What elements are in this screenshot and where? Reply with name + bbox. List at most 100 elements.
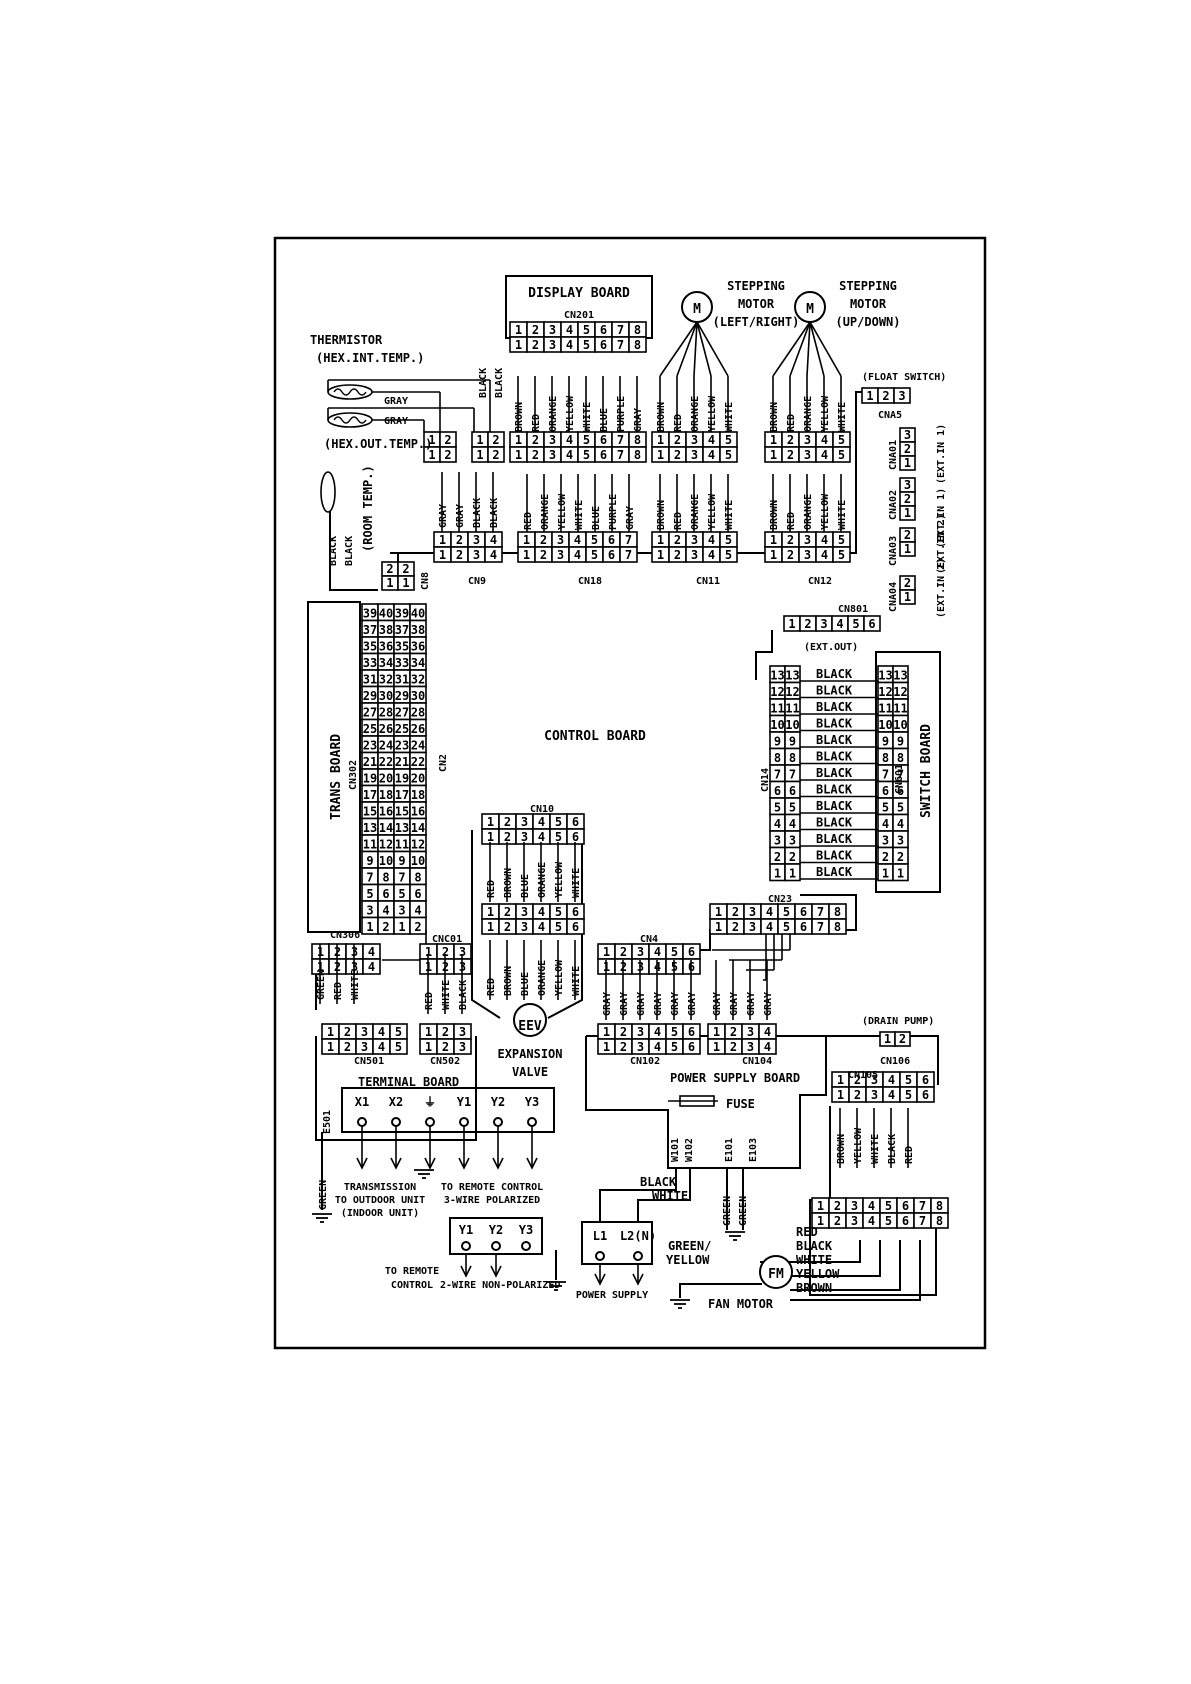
cn11-b-pin: 4 — [708, 448, 715, 462]
w101-label: W101 — [670, 1138, 681, 1162]
disp-d-pin: 4 — [566, 448, 573, 462]
cn105-b-pin: 4 — [888, 1088, 895, 1102]
power-wire-white — [637, 1168, 691, 1222]
cnc01-a-pin: 3 — [459, 945, 466, 959]
cnc01-wire-label: WHITE — [571, 966, 582, 996]
cn106-pin: 1 — [884, 1032, 891, 1046]
cn201-b-cell — [628, 336, 647, 353]
cn10-a-pin: 2 — [504, 815, 511, 829]
cna01-pin: 2 — [904, 442, 911, 456]
cn11-a-pin: 5 — [725, 433, 732, 447]
cn302-even-pin: 6 — [382, 887, 389, 901]
harness-room — [329, 500, 378, 591]
remote-3wire-label-2: 3-WIRE POLARIZED — [444, 1195, 540, 1206]
cn-th-b-pin: 2 — [492, 433, 499, 447]
power-supply-board-label: POWER SUPPLY BOARD — [670, 1071, 800, 1085]
cn-th-a-pin: 1 — [428, 433, 435, 447]
cn201-a-pin: 5 — [583, 323, 590, 337]
disp-c-pin: 4 — [566, 433, 573, 447]
cn302-even-pin: 32 — [379, 673, 393, 687]
cna03-pin: 2 — [904, 528, 911, 542]
power-term-0: L1 — [593, 1229, 607, 1243]
cn9-a-pin: 4 — [490, 533, 497, 547]
stepper-fan-wire — [696, 321, 729, 377]
cna02-label: CNA02 — [888, 490, 899, 520]
cn2-odd-pin: 5 — [398, 887, 405, 901]
cn104-b-pin: 4 — [764, 1040, 771, 1054]
cn9-a-pin: 2 — [456, 533, 463, 547]
cn14-b-pin: 1 — [789, 867, 796, 881]
cn2-even-pin: 22 — [411, 755, 425, 769]
cn601-a-pin: 10 — [878, 718, 892, 732]
cn4-label: CN4 — [640, 934, 658, 945]
fan-wire-label: YELLOW — [796, 1267, 840, 1281]
cn2-even-pin: 6 — [414, 887, 421, 901]
cn23-a-pin: 8 — [834, 905, 841, 919]
cn14-b-pin: 8 — [789, 751, 796, 765]
fan-conn-a-pin: 8 — [936, 1199, 943, 1213]
stepper-fan-wire — [789, 321, 811, 377]
ext-in2-label-b: (EXT.IN 2) — [936, 514, 947, 574]
cn302-odd-pin: 21 — [363, 755, 377, 769]
cna5-label: CNA5 — [878, 410, 902, 421]
cn14-a-pin: 9 — [774, 735, 781, 749]
cn306-label: CN306 — [330, 930, 360, 941]
hex-out-temp-label: (HEX.OUT.TEMP.) — [324, 437, 432, 451]
cn12-a-pin: 3 — [804, 433, 811, 447]
ground-icon — [546, 1281, 566, 1291]
cn11-c-pin: 4 — [708, 533, 715, 547]
cn14-wire-label: BLACK — [816, 766, 853, 780]
cn9-b-cell — [484, 546, 503, 563]
terminal-screw — [527, 1117, 537, 1127]
room-wire-label: BLACK — [328, 536, 339, 566]
cn801-pin: 4 — [836, 617, 843, 631]
fan-conn-b-pin: 8 — [936, 1214, 943, 1228]
cn14-b-pin: 2 — [789, 850, 796, 864]
cn601-b-pin: 7 — [897, 768, 904, 782]
cn18-b-pin: 1 — [523, 548, 530, 562]
cn502-b-pin: 2 — [442, 1040, 449, 1054]
cn302-even-pin: 8 — [382, 871, 389, 885]
cn601-a-pin: 9 — [882, 735, 889, 749]
ext-in2-label-a: (EXT.IN 2) — [936, 558, 947, 618]
cn12-d-pin: 5 — [838, 548, 845, 562]
cn9-label: CN9 — [468, 576, 486, 587]
cn9-bottom-wire-label: BLACK — [489, 498, 500, 528]
stepper-fan-wire — [806, 321, 811, 377]
cn9-bottom-wire-label: GRAY — [455, 504, 466, 528]
cn-th-a-pin: 2 — [444, 433, 451, 447]
ground-wire-label: GREEN — [738, 1196, 749, 1226]
cn306-b-pin: 4 — [368, 960, 375, 974]
cn2-even-pin: 10 — [411, 854, 425, 868]
cn102-b-pin: 6 — [688, 1040, 695, 1054]
cn306-b-cell — [362, 958, 381, 975]
remote-term-0: Y1 — [459, 1223, 473, 1237]
cn104-b-pin: 1 — [713, 1040, 720, 1054]
cn10-a-pin: 6 — [572, 815, 579, 829]
cn2-even-pin: 4 — [414, 904, 421, 918]
cn201-a-pin: 6 — [600, 323, 607, 337]
cn12-d-pin: 4 — [821, 548, 828, 562]
cn102-wire-label: GRAY — [619, 992, 630, 1016]
cn12-c-pin: 2 — [787, 533, 794, 547]
power-wire-label: BLACK — [640, 1175, 677, 1189]
hex-int-temp-label: (HEX.INT.TEMP.) — [316, 351, 424, 365]
cn302-odd-pin: 17 — [363, 788, 377, 802]
cn601-b-pin: 1 — [897, 867, 904, 881]
cn2-even-pin: 2 — [414, 920, 421, 934]
cn102-b-cell — [682, 1038, 701, 1055]
cn601-a-pin: 11 — [878, 702, 892, 716]
cn601-label: CN601 — [894, 764, 905, 794]
cn23-a-pin: 6 — [800, 905, 807, 919]
cn12-b-pin: 4 — [821, 448, 828, 462]
cn18-a-pin: 5 — [591, 533, 598, 547]
display-wire-label: GRAY — [633, 408, 644, 432]
cn102-b-pin: 5 — [671, 1040, 678, 1054]
fan-wire-label: WHITE — [796, 1253, 832, 1267]
terminal-5: Y3 — [525, 1095, 539, 1109]
cn8-label: CN8 — [420, 572, 431, 590]
terminal-screw — [493, 1117, 503, 1127]
cn502-b-pin: 1 — [425, 1040, 432, 1054]
cn104-wire-label: GRAY — [763, 992, 774, 1016]
cn306-wire-label: RED — [333, 982, 344, 1000]
